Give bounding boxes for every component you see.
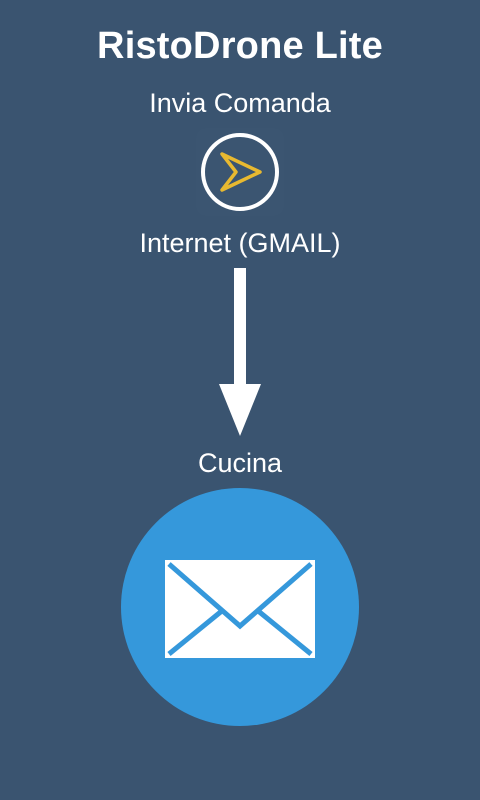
envelope-icon bbox=[121, 488, 359, 726]
kitchen-mail-button[interactable] bbox=[121, 488, 359, 726]
kitchen-label: Cucina bbox=[197, 448, 283, 478]
app-title: RistoDrone Lite bbox=[97, 25, 383, 67]
send-arrow-icon bbox=[201, 133, 279, 211]
down-arrow-icon bbox=[219, 268, 261, 436]
send-order-button[interactable] bbox=[196, 128, 284, 216]
internet-gmail-label: Internet (GMAIL) bbox=[139, 228, 341, 258]
send-order-label: Invia Comanda bbox=[149, 88, 331, 118]
